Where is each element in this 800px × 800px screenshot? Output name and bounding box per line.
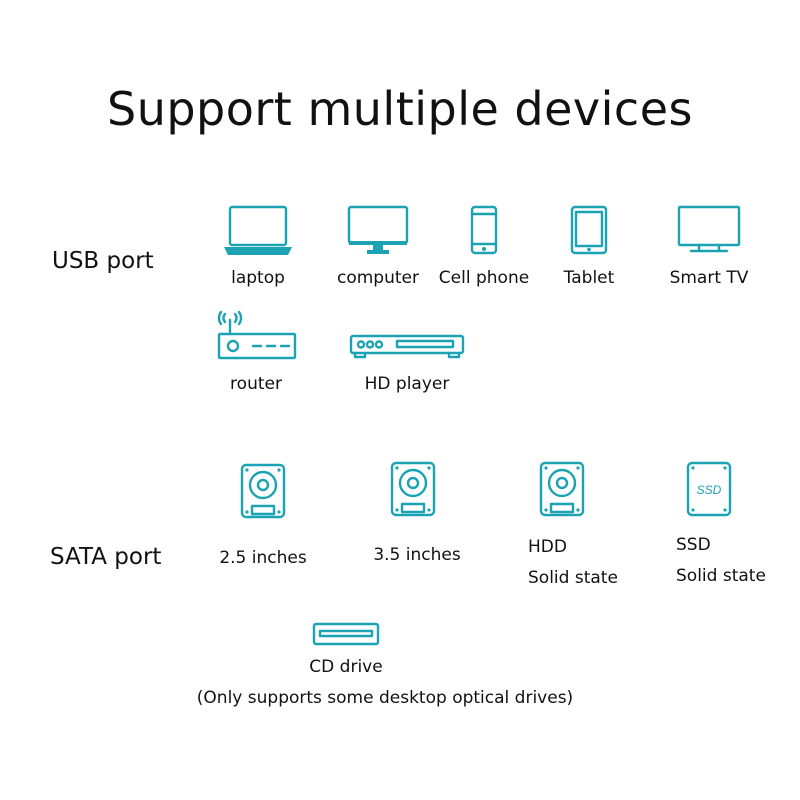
device-label-laptop: laptop — [231, 268, 285, 288]
device-label-smart-tv: Smart TV — [669, 268, 749, 288]
cd-drive-icon — [312, 622, 380, 646]
usb-port-label: USB port — [52, 248, 154, 274]
hard-drive-icon — [390, 461, 436, 517]
device-label-cell-phone: Cell phone — [438, 268, 530, 288]
device-label-3-5-inches: 3.5 inches — [373, 545, 461, 565]
device-label-computer: computer — [337, 268, 419, 288]
phone-icon — [470, 205, 498, 255]
hard-drive-icon — [539, 461, 585, 517]
tablet-icon — [570, 205, 608, 255]
ssd-icon-text: SSD — [697, 483, 722, 497]
sata-port-label: SATA port — [50, 544, 162, 570]
page-title: Support multiple devices — [107, 82, 693, 136]
laptop-icon — [224, 205, 292, 255]
device-label-2-5-inches: 2.5 inches — [219, 548, 307, 568]
device-label-tablet: Tablet — [563, 268, 615, 288]
tv-icon — [677, 205, 741, 253]
ssd-icon: SSD — [686, 461, 732, 517]
monitor-icon — [347, 205, 409, 254]
hd-player-icon — [349, 334, 465, 359]
device-sublabel-ssd: Solid state — [676, 566, 766, 586]
optical-drive-note: (Only supports some desktop optical driv… — [196, 688, 574, 708]
hard-drive-icon — [240, 463, 286, 519]
device-sublabel-hdd: Solid state — [528, 568, 618, 588]
device-label-cd-drive: CD drive — [309, 657, 383, 677]
device-label-hd-player: HD player — [364, 374, 450, 394]
device-label-ssd: SSD — [676, 535, 711, 555]
router-icon — [217, 310, 297, 360]
device-label-hdd: HDD — [528, 537, 567, 557]
device-label-router: router — [230, 374, 282, 394]
